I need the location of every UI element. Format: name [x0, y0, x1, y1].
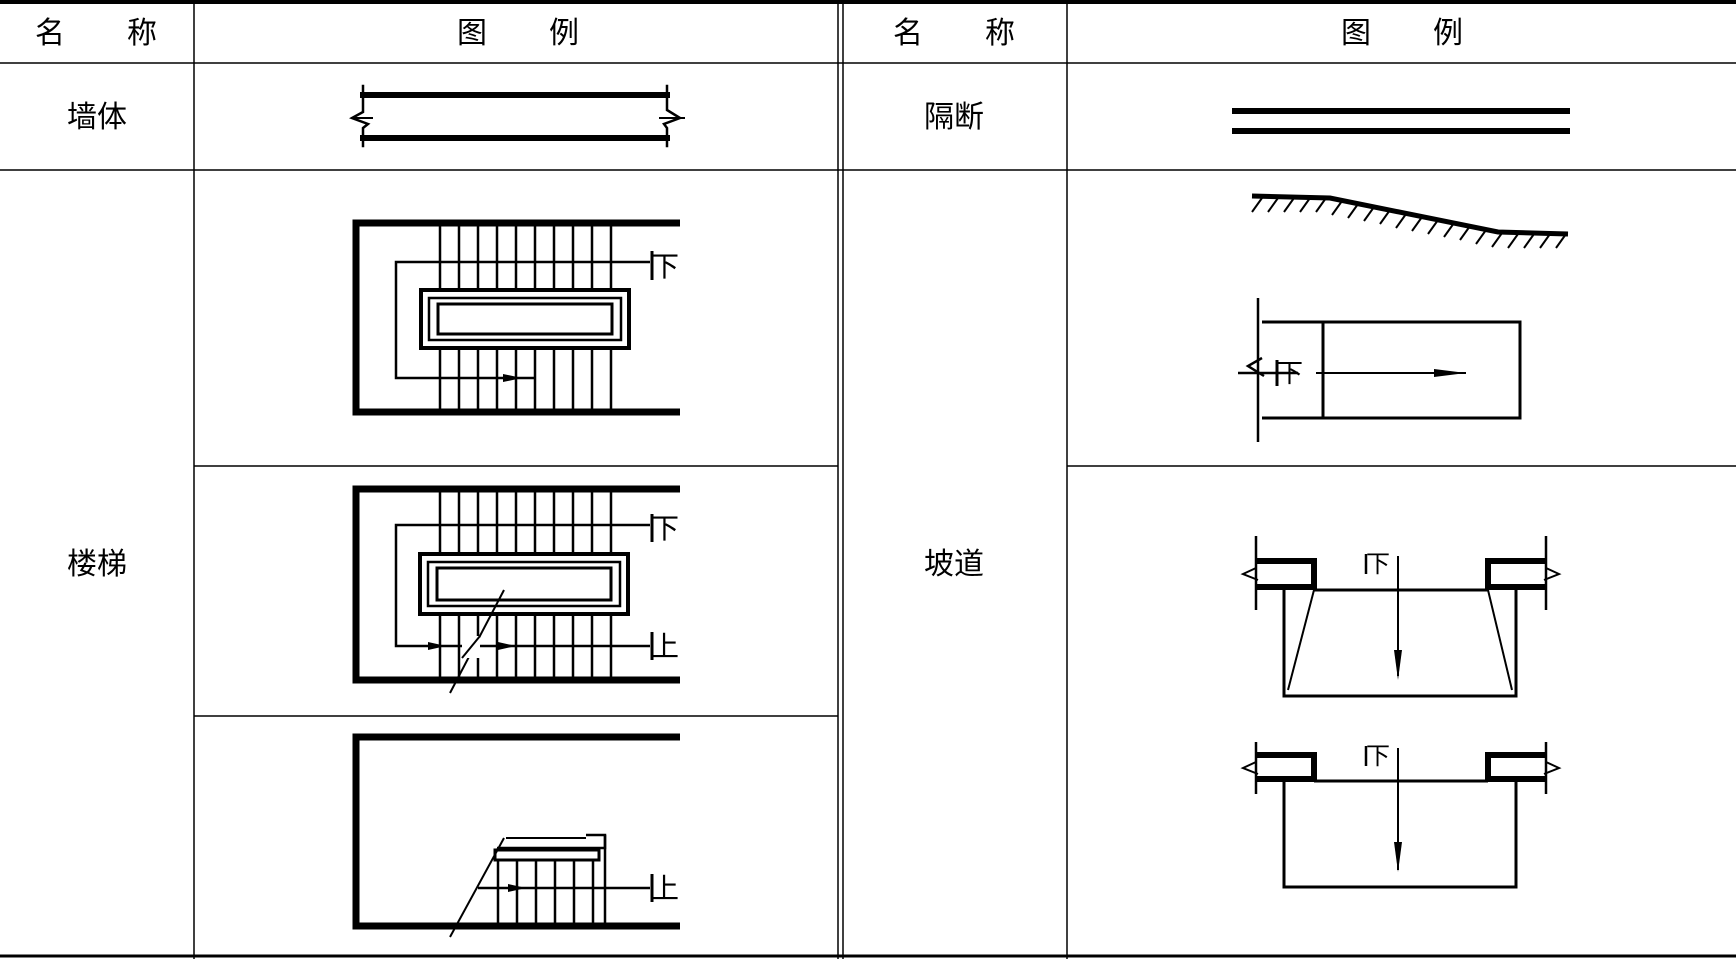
stair-plan-ground-floor: 上 [352, 733, 680, 938]
header-char: 图 [1341, 16, 1371, 51]
header-char: 名 [35, 16, 65, 51]
row-name-partition: 隔断 [924, 100, 984, 135]
stair-up-label: 上 [651, 872, 679, 905]
stair-down-label: 下 [651, 250, 679, 283]
ramp-down-label: 下 [1366, 550, 1390, 578]
header-char: 名 [893, 16, 923, 51]
header-name-right: 名称 [893, 19, 1015, 49]
row-name-stairs: 楼梯 [67, 547, 127, 582]
stair-down-label: 下 [651, 512, 679, 545]
stair-plan-top-floor: 下 [352, 219, 680, 416]
header-legend-left: 图例 [457, 19, 579, 49]
header-char: 图 [457, 16, 487, 51]
ramp-down-label: 下 [1366, 742, 1390, 770]
ramp-plan-rectangle: 下 [1240, 742, 1562, 889]
ramp-down-label: 下 [1277, 359, 1303, 389]
stair-plan-middle-floor: 下 上 [352, 485, 680, 694]
partition-symbol [1232, 108, 1570, 134]
header-char: 称 [985, 16, 1015, 51]
header-char: 例 [549, 16, 579, 51]
ramp-plan-single: 下 [1238, 298, 1522, 442]
header-name-left: 名称 [35, 19, 157, 49]
header-char: 例 [1433, 16, 1463, 51]
wall-symbol [349, 84, 685, 148]
header-legend-right: 图例 [1341, 19, 1463, 49]
row-name-wall: 墙体 [67, 100, 127, 135]
ramp-plan-trapezoid: 下 [1240, 536, 1562, 698]
stair-up-label: 上 [651, 630, 679, 663]
ramp-section-slope [1251, 193, 1569, 249]
row-name-ramp: 坡道 [924, 547, 984, 582]
header-char: 称 [127, 16, 157, 51]
